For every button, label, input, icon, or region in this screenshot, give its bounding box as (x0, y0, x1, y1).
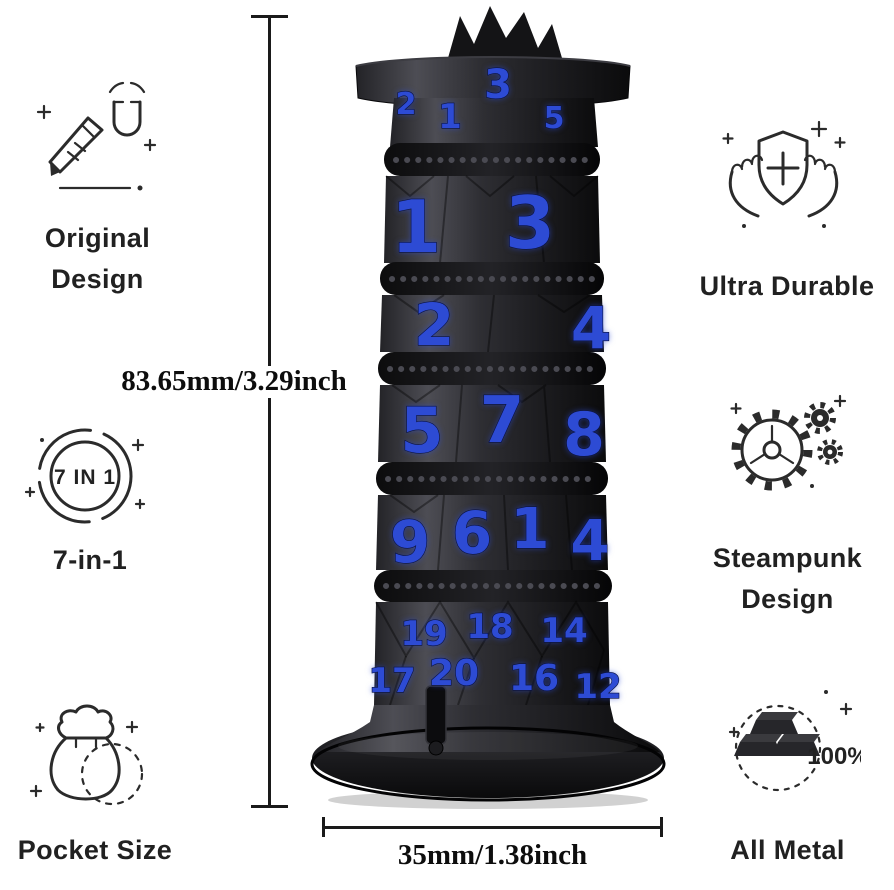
label-line: Original (44, 223, 151, 253)
bead-ring (384, 143, 600, 176)
all-metal-icon: 100% (728, 690, 861, 792)
tower-section-5 (374, 602, 610, 705)
dice-tower-product-image: 2 1 3 5 1 3 2 4 5 7 8 9 6 1 4 19 18 14 1… (310, 6, 666, 809)
dice-number: 16 (509, 658, 559, 699)
dice-number: 6 (452, 499, 492, 567)
pocket-size-icon (29, 704, 144, 806)
dice-number: 3 (505, 181, 555, 265)
tower-section-1 (384, 176, 600, 263)
original-design-label: Original Design (10, 218, 185, 299)
dice-number: 1 (511, 497, 550, 562)
dice-number: 12 (574, 667, 621, 707)
pocket-size-label: Pocket Size (17, 835, 173, 865)
tower-top-drum (390, 98, 598, 147)
tower-crown (448, 6, 562, 58)
dice-number: 9 (390, 508, 430, 576)
dice-number: 19 (400, 614, 447, 654)
original-design-icon (36, 81, 157, 191)
width-dimension-cap-right (660, 817, 663, 837)
dice-number: 2 (414, 291, 454, 359)
width-dimension-line (322, 826, 663, 829)
height-dimension-cap-top (251, 15, 288, 18)
ultra-durable-label: Ultra Durable (699, 271, 875, 301)
bead-ring (374, 570, 612, 602)
tower-section-3 (378, 385, 606, 462)
height-dimension-label: 83.65mm/3.29inch (88, 365, 380, 398)
dice-number: 7 (480, 384, 525, 458)
dice-number: 4 (571, 509, 610, 574)
seven-in-one-badge-text: 7 IN 1 (54, 466, 116, 489)
seven-in-one-label: 7-in-1 (52, 545, 128, 575)
height-dimension-cap-bottom (251, 805, 288, 808)
ultra-durable-icon (722, 120, 846, 228)
dice-number: 1 (391, 185, 441, 269)
dice-number: 20 (429, 653, 479, 694)
tower-section-2 (380, 295, 604, 352)
all-metal-percent-text: 100% (807, 743, 861, 770)
steampunk-design-label: Steampunk Design (690, 538, 885, 619)
dice-number: 3 (484, 62, 512, 108)
dice-number: 18 (466, 607, 513, 647)
tower-latch (425, 685, 447, 745)
dice-number: 5 (400, 394, 443, 467)
label-line: Design (51, 263, 144, 294)
bead-ring (376, 462, 608, 495)
steampunk-design-icon (730, 394, 847, 491)
dice-number: 5 (544, 101, 565, 136)
label-line: Design (741, 583, 834, 614)
tower-latch-knob (428, 740, 444, 756)
label-line: Steampunk (712, 543, 863, 573)
dice-number: 1 (438, 97, 462, 137)
dice-number: 17 (368, 661, 415, 701)
dice-number: 14 (540, 611, 587, 651)
tower-section-4 (376, 495, 608, 570)
width-dimension-label: 35mm/1.38inch (397, 839, 588, 871)
all-metal-label: All Metal (730, 835, 845, 865)
dice-number: 2 (396, 87, 417, 122)
dice-number: 8 (563, 400, 605, 470)
seven-in-one-icon: 7 IN 1 (24, 428, 146, 524)
width-dimension-cap-left (322, 817, 325, 837)
dice-number: 4 (571, 294, 611, 362)
height-dimension-line (268, 16, 271, 808)
